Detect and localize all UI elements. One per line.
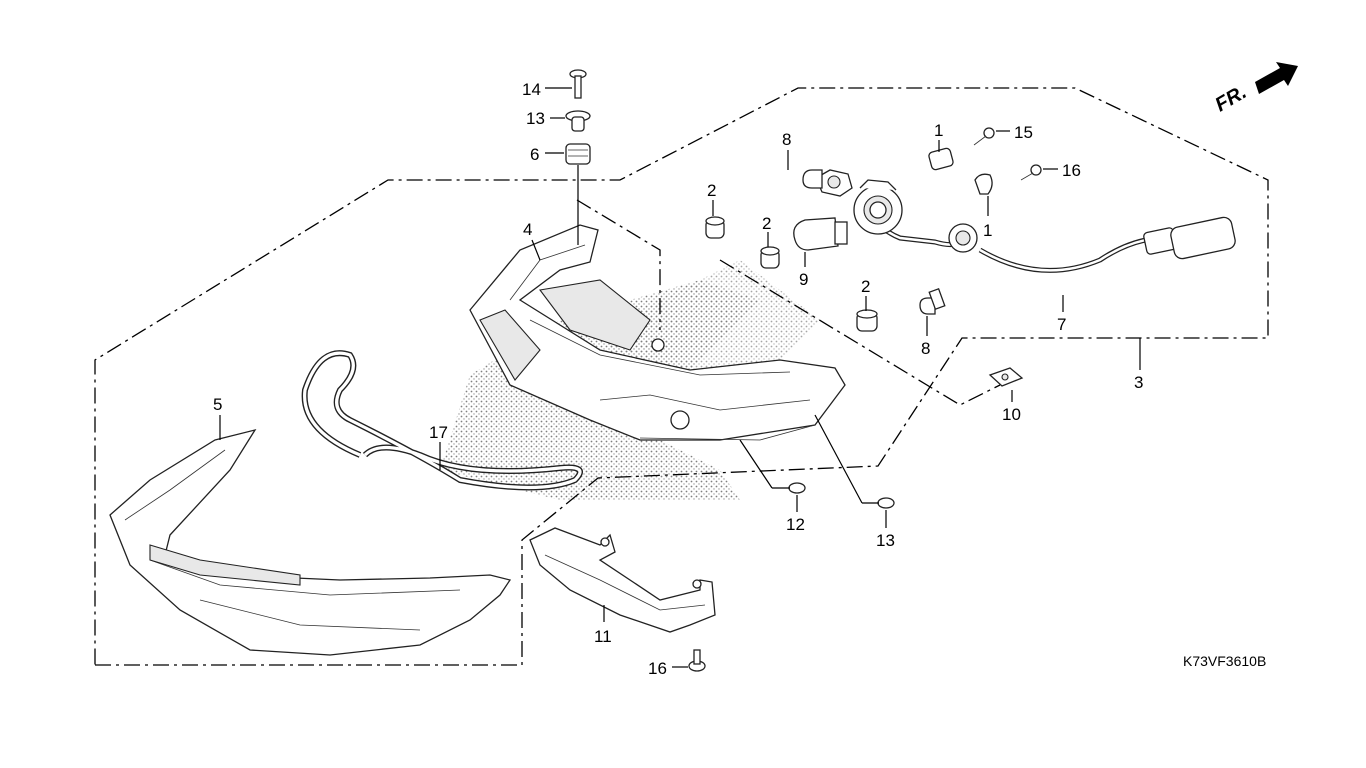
callout-numbers: 14 13 6 8 1 15 16 1 2 2 9 2 8 7 3 10 4 5… [213,80,1266,678]
callout-8a: 8 [782,130,791,149]
screw-part [973,127,1042,181]
callout-10: 13 [526,109,545,128]
direction-label: FR. [1212,81,1251,116]
seal-gasket-part [301,350,583,491]
harness-clip-part [928,147,993,195]
callout-3: 3 [1134,373,1143,392]
small-bulb-part [802,169,946,315]
callout-13a: 15 [1014,123,1033,142]
callout-2b: 2 [762,214,771,233]
wire-harness-part [856,203,1236,273]
leader-lines [219,87,1141,668]
mounting-bracket-part [529,527,716,633]
callout-7: 7 [1057,315,1066,334]
callout-2c: 2 [861,277,870,296]
top-fastener-stack [565,69,591,165]
taillight-housing-part [469,224,846,441]
callout-11: 14 [522,80,541,99]
drawing-code: K73VF3610B [1183,653,1266,669]
bulb-part [793,217,848,251]
callout-4: 4 [523,220,532,239]
bulb-socket-part [815,169,978,253]
callout-17: 17 [429,423,448,442]
callout-9: 9 [799,270,808,289]
callout-2a: 2 [707,181,716,200]
callout-13b: 16 [1062,161,1081,180]
clip-nut-part [988,367,1024,387]
callout-15: 16 [648,659,667,678]
callout-16a: 12 [786,515,805,534]
callout-8b: 8 [921,339,930,358]
screw-part-lower [688,482,895,672]
lens-cover-part [109,428,512,656]
callout-5: 5 [213,395,222,414]
grommet-part [705,216,878,332]
callout-16b: 13 [876,531,895,550]
callout-6: 6 [530,145,539,164]
callout-1b: 1 [983,221,992,240]
assembly-boundary [94,87,1269,666]
callout-1a: 1 [934,121,943,140]
front-direction-arrow-icon: FR. [1212,62,1298,116]
callout-12: 10 [1002,405,1021,424]
callout-14: 11 [594,627,612,646]
